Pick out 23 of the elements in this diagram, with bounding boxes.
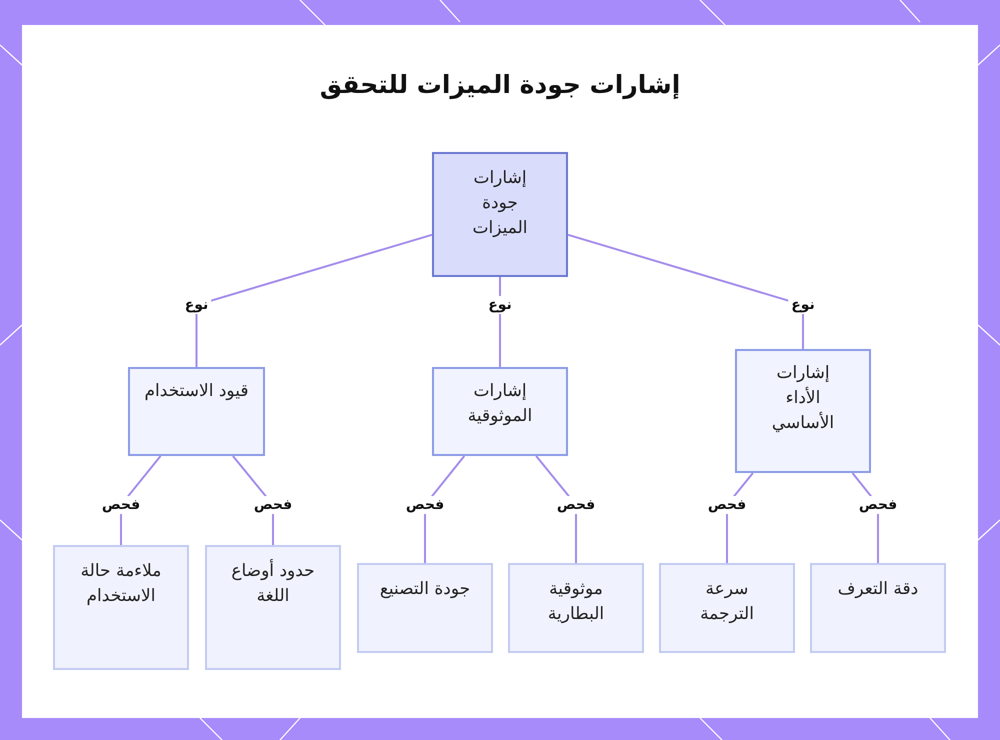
check-box (810, 563, 946, 653)
category-box (735, 349, 871, 473)
connector-line (196, 234, 432, 367)
node-text: قيود الاستخدام (144, 380, 248, 403)
node-text: سرعة الترجمة (699, 578, 755, 626)
node-text: حدود أوضاع اللغة (230, 559, 316, 608)
node-text: إشارات الأداء الأساسي (770, 362, 836, 435)
node-text: موثوقية البطارية (546, 578, 606, 626)
node-text: جودة التصنيع (380, 578, 470, 601)
check-box (53, 545, 189, 670)
root-box (432, 152, 568, 277)
check-box (508, 563, 644, 653)
node-text: دقة التعرف (838, 578, 918, 601)
connector-line (568, 234, 804, 349)
node-text: إشارات الموثوقية (466, 380, 534, 428)
check-box (357, 563, 493, 653)
node-text: ملاءمة حالة الاستخدام (80, 560, 162, 608)
category-box (432, 367, 568, 456)
category-box (128, 367, 265, 456)
title: إشارات جودة الميزات للتحقق (318, 69, 682, 102)
node-text: إشارات جودة الميزات (472, 167, 528, 240)
check-box (205, 545, 341, 670)
check-box (659, 563, 795, 653)
